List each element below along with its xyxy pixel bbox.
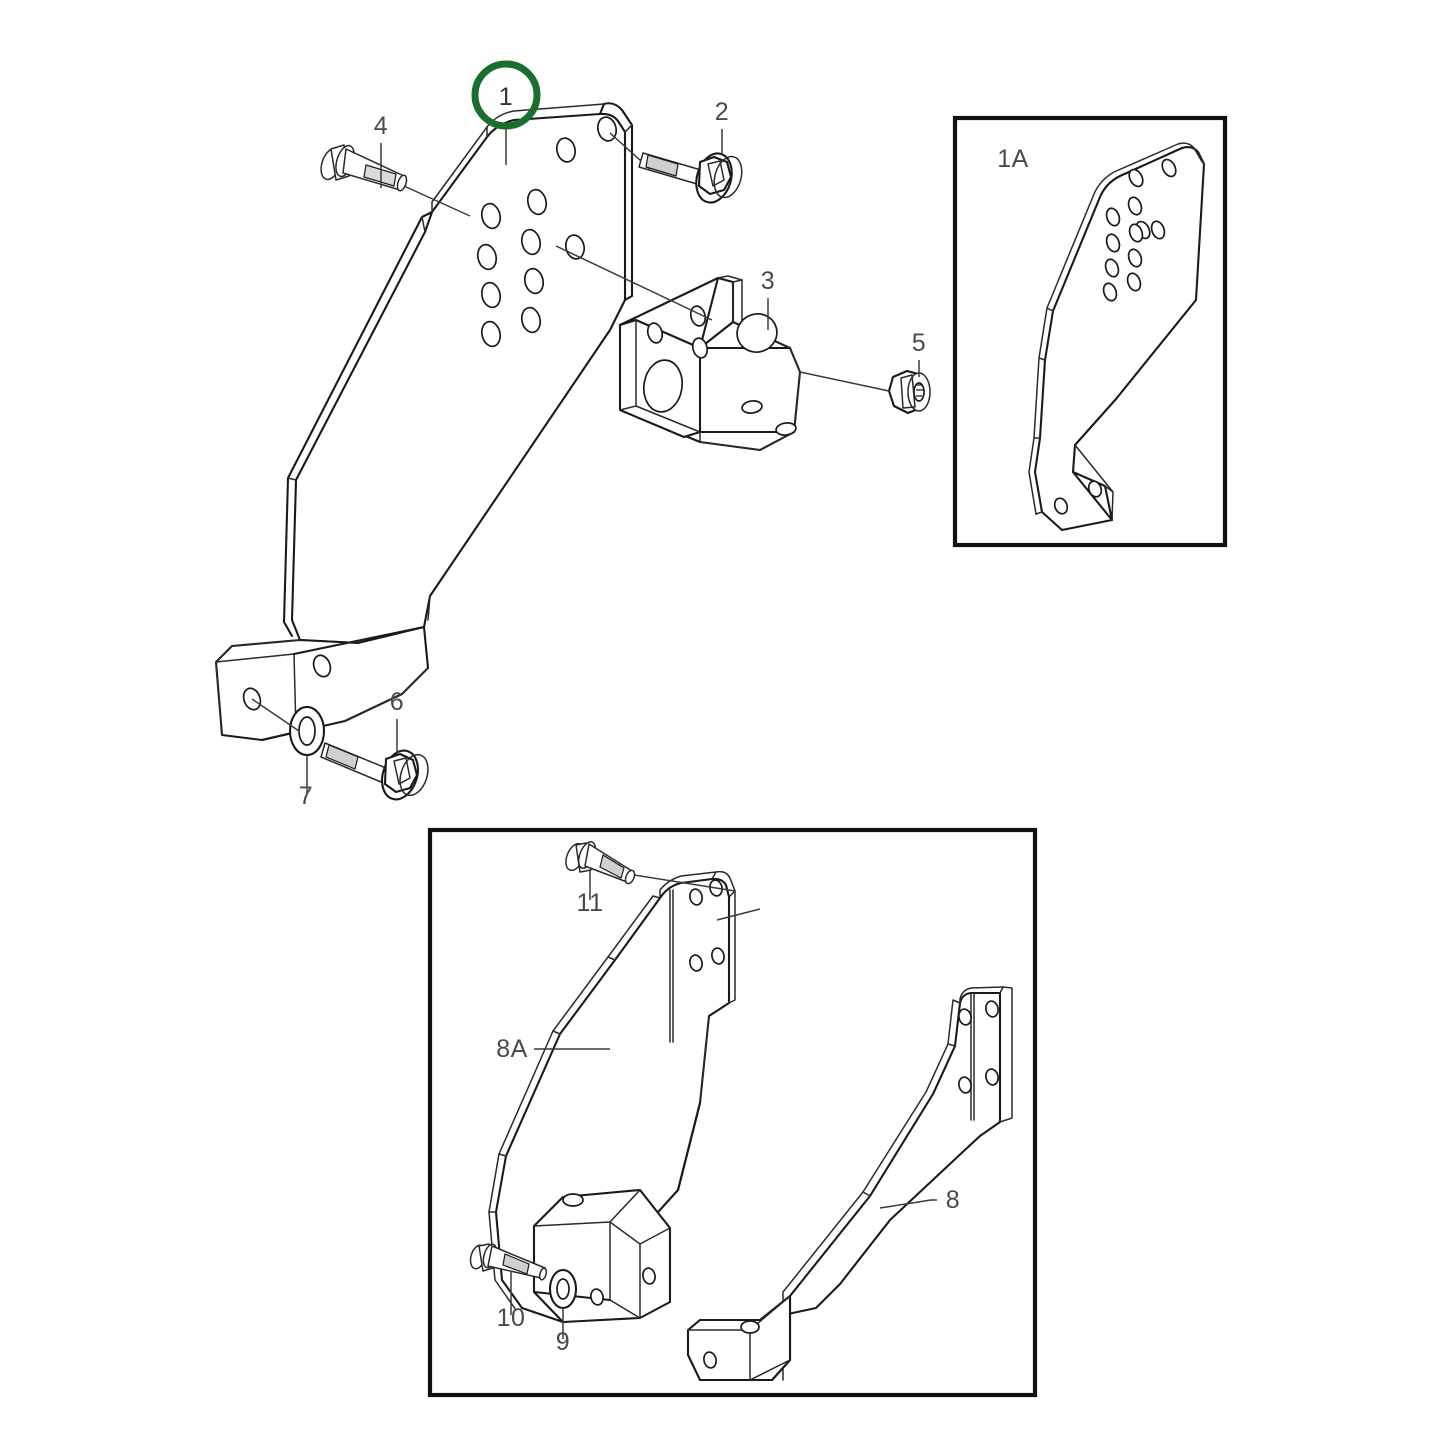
part-5-hex-flange-nut[interactable] — [887, 369, 931, 415]
leader-lines-inset — [510, 870, 937, 1339]
part-8a-left-support-bracket[interactable] — [488, 870, 736, 1324]
part-11-hex-bolt[interactable] — [562, 839, 636, 885]
callout-labels: 1 2 3 4 5 6 7 8 9 10 11 8A 1A — [299, 83, 1029, 1356]
callout-label-8: 8 — [946, 1186, 960, 1214]
part-10-hex-bolt[interactable] — [468, 1243, 548, 1281]
leader-lines-main — [251, 126, 920, 793]
part-9-flat-washer[interactable] — [548, 1268, 578, 1310]
callout-label-6: 6 — [390, 688, 404, 716]
inset-label-1a: 1A — [997, 145, 1029, 173]
part-2-hex-flange-bolt[interactable] — [638, 149, 746, 206]
highlight-ring-item-1 — [471, 60, 541, 130]
callout-label-11: 11 — [577, 889, 604, 917]
part-1a-alternate-bracket[interactable] — [1028, 142, 1206, 532]
callout-label-4: 4 — [374, 112, 388, 140]
callout-label-5: 5 — [912, 329, 926, 357]
callout-label-3: 3 — [761, 267, 775, 295]
part-6-hex-flange-bolt[interactable] — [320, 742, 433, 804]
part-7-flat-washer[interactable] — [288, 705, 326, 757]
callout-label-8a: 8A — [496, 1035, 528, 1063]
part-3-box-bracket[interactable] — [618, 275, 802, 452]
part-1-main-bracket[interactable] — [214, 102, 634, 742]
callout-label-2: 2 — [715, 98, 729, 126]
callout-label-1: 1 — [499, 83, 513, 111]
callout-label-10: 10 — [497, 1304, 526, 1332]
callout-label-7: 7 — [299, 782, 313, 810]
part-4-hex-bolt[interactable] — [317, 143, 408, 192]
callout-label-9: 9 — [556, 1328, 570, 1356]
part-8-right-support-bracket[interactable] — [686, 986, 1013, 1382]
